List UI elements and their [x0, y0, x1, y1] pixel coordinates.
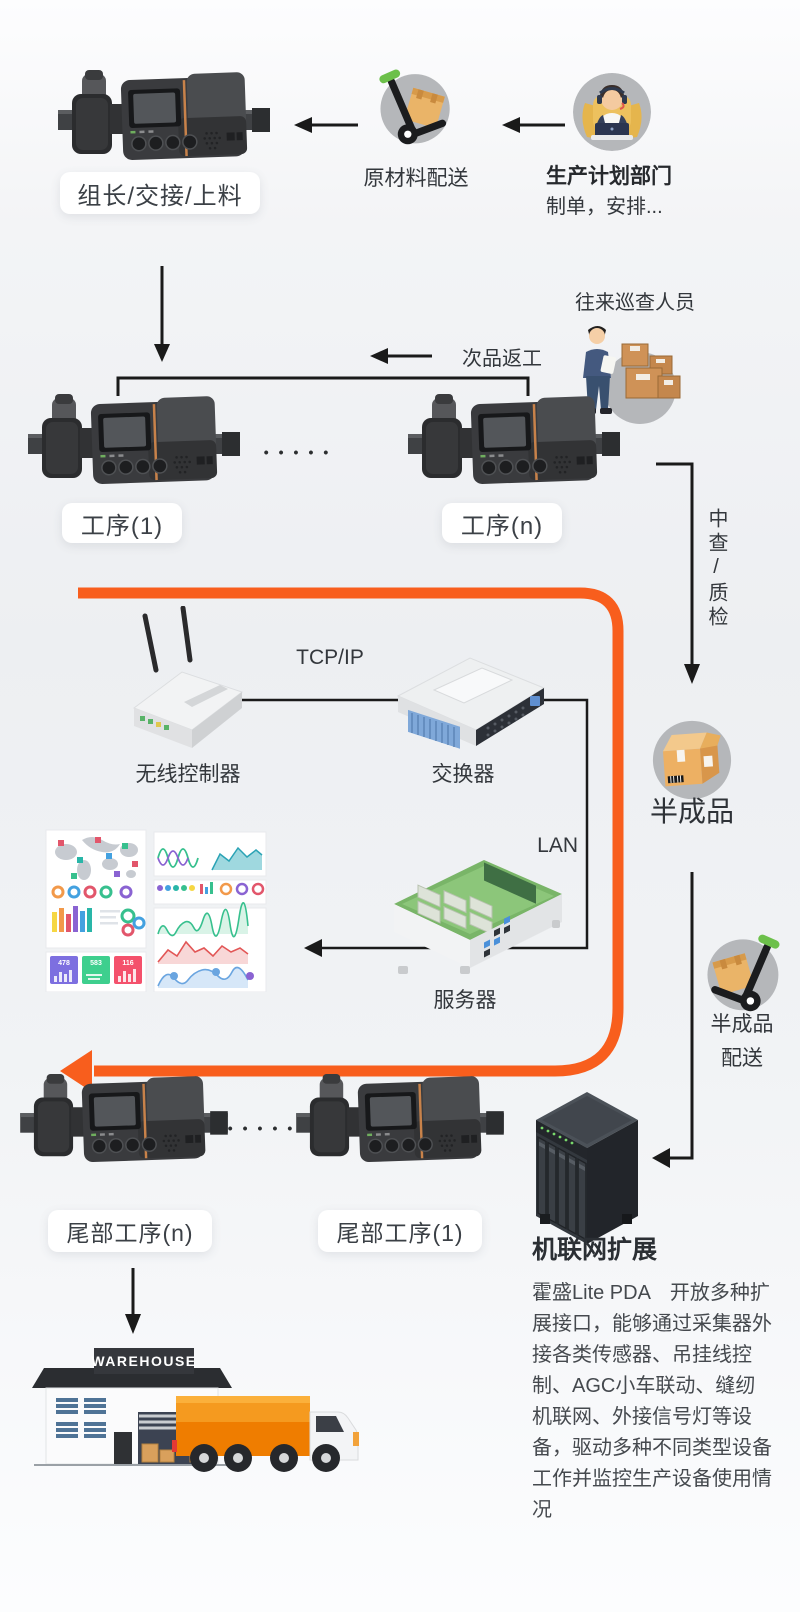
- wireless-controller-icon: [126, 606, 250, 762]
- svg-text:583: 583: [90, 960, 102, 967]
- orange-loop-line: [78, 587, 624, 1077]
- tail-1-label: 尾部工序(1): [318, 1210, 482, 1252]
- process-ellipsis: •••••: [263, 444, 339, 460]
- leader-label: 组长/交接/上料: [60, 172, 260, 214]
- semi-delivery-label-2: 配送: [721, 1047, 763, 1070]
- server-label: 服务器: [433, 989, 497, 1012]
- bracket-process-row: [116, 376, 530, 396]
- handtruck-icon-raw: [375, 65, 457, 147]
- pda-device-tail-1: [296, 1072, 504, 1166]
- line-midcheck: [656, 462, 694, 666]
- switch-label: 交换器: [431, 763, 495, 786]
- planner-subtitle: 制单，安排...: [546, 196, 663, 218]
- dashboard-screens: 478 583 116: [45, 829, 267, 992]
- svg-text:116: 116: [122, 960, 133, 967]
- nas-expansion-icon: [528, 1076, 646, 1248]
- svg-text:478: 478: [58, 960, 70, 967]
- inspector-label: 往来巡查人员: [575, 292, 695, 314]
- pda-device-process-n: [408, 392, 620, 488]
- tail-ellipsis: •••••: [227, 1120, 303, 1136]
- pda-device-process-1: [28, 392, 240, 488]
- leader-label-text: 组长/交接/上料: [77, 182, 243, 210]
- wireless-controller-label: 无线控制器: [135, 763, 241, 786]
- tcpip-label: TCP/IP: [296, 646, 364, 669]
- server-icon: [366, 842, 566, 994]
- tail-n-label: 尾部工序(n): [48, 1210, 212, 1252]
- midcheck-label: 中查/质检: [705, 508, 727, 630]
- planner-title: 生产计划部门: [546, 165, 672, 188]
- tail-n-label-text: 尾部工序(n): [66, 1220, 194, 1246]
- expansion-body: 霍盛Lite PDA 开放多种扩展接口，能够通过采集器外接各类传感器、吊挂线控制…: [532, 1282, 772, 1521]
- rework-label: 次品返工: [462, 348, 542, 370]
- handtruck-icon-semi: [700, 930, 784, 1014]
- process-n-label: 工序(n): [442, 503, 562, 543]
- warehouse-icon: [26, 1336, 378, 1494]
- pda-device-tail-n: [20, 1072, 228, 1166]
- expansion-title: 机联网扩展: [532, 1236, 658, 1264]
- process-1-label-text: 工序(1): [80, 512, 164, 540]
- tail-1-label-text: 尾部工序(1): [336, 1220, 464, 1246]
- raw-delivery-label: 原材料配送: [363, 167, 469, 190]
- orange-arrowhead: [60, 1050, 92, 1092]
- process-1-label: 工序(1): [62, 503, 182, 543]
- semi-delivery-label-1: 半成品: [710, 1013, 774, 1036]
- lan-label: LAN: [537, 834, 578, 857]
- pda-device-leader: [58, 68, 270, 164]
- line-semi-delivery: [668, 872, 694, 1160]
- planner-avatar: [573, 73, 651, 151]
- semi-product-label: 半成品: [649, 796, 734, 827]
- switch-icon: [396, 640, 546, 760]
- process-n-label-text: 工序(n): [460, 512, 544, 540]
